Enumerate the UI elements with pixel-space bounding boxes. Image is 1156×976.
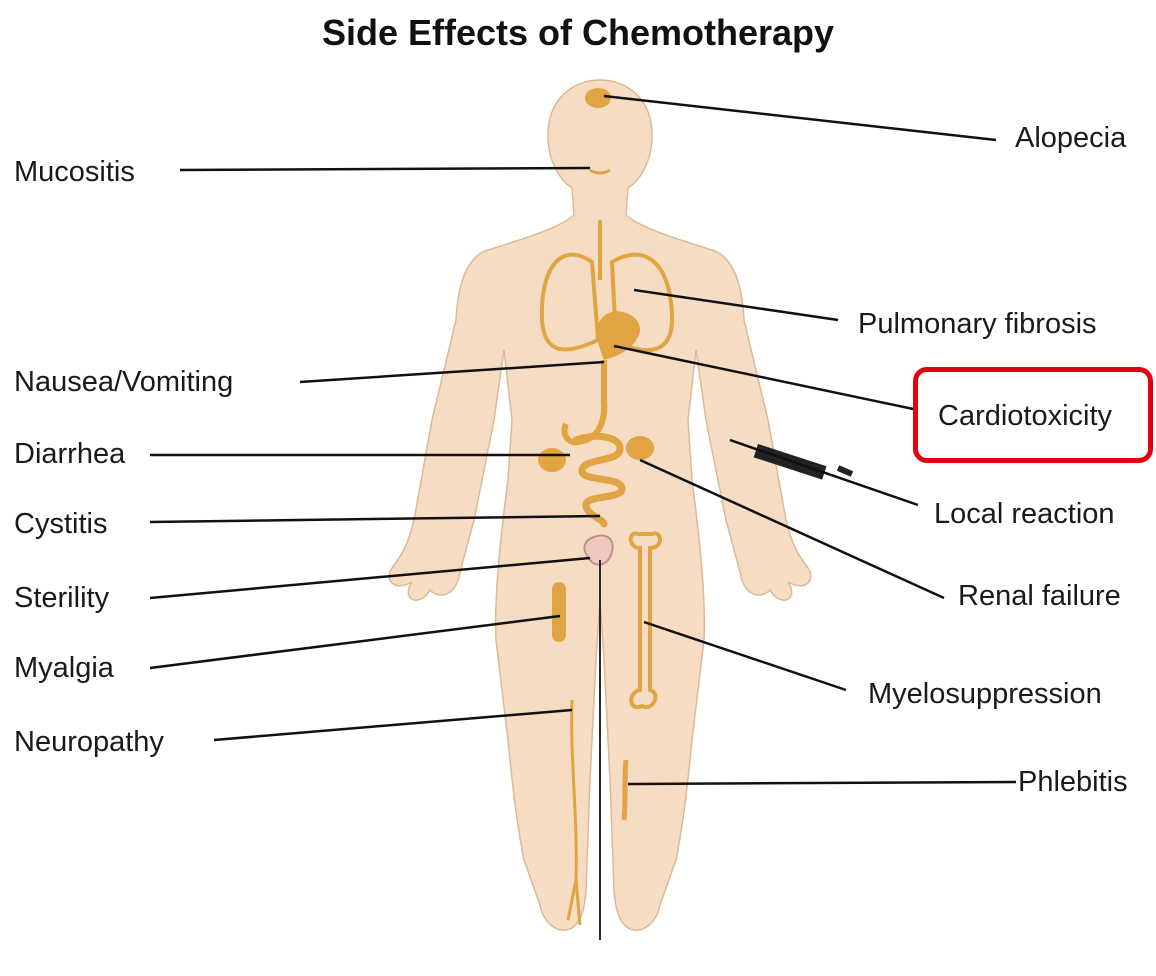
label-local-reaction: Local reaction [934,500,1115,529]
label-mucositis: Mucositis [14,158,135,187]
label-cardiotoxicity: Cardiotoxicity [938,402,1112,431]
thigh-muscle [552,582,566,642]
label-phlebitis: Phlebitis [1018,768,1128,797]
label-alopecia: Alopecia [1015,124,1126,153]
label-pulmonary-fibrosis: Pulmonary fibrosis [858,310,1097,339]
scalp-spot [585,88,611,108]
label-myelosuppression: Myelosuppression [868,680,1102,709]
diagram-title: Side Effects of Chemotherapy [0,12,1156,54]
label-neuropathy: Neuropathy [14,728,164,757]
label-myalgia: Myalgia [14,654,114,683]
label-nausea-vomiting: Nausea/Vomiting [14,368,233,397]
label-renal-failure: Renal failure [958,582,1121,611]
kidney-blob [626,436,654,460]
liver-blob [538,448,566,472]
label-cystitis: Cystitis [14,510,107,539]
leg-vein [624,760,626,820]
label-diarrhea: Diarrhea [14,440,125,469]
label-sterility: Sterility [14,584,109,613]
